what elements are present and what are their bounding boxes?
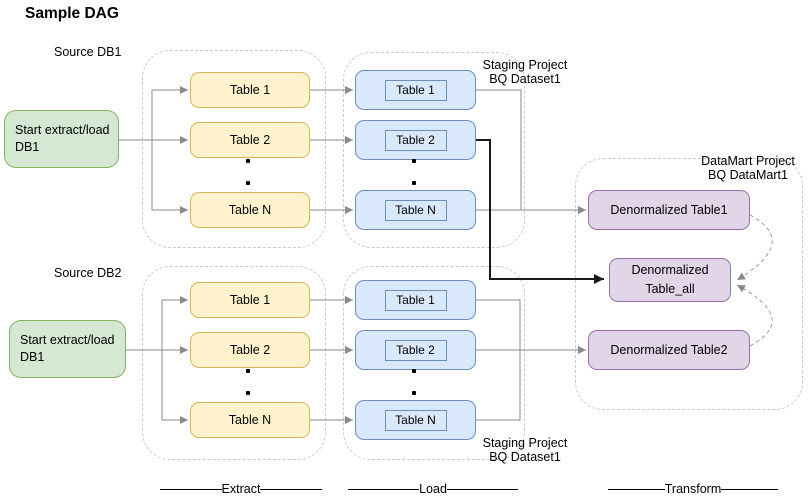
diagram-title: Sample DAG [25, 5, 119, 22]
extract-table1-db1: Table 1 [190, 72, 310, 108]
denormalized-table-all-node: Denormalized Table_all [609, 258, 731, 302]
extract-table2-db2: Table 2 [190, 332, 310, 368]
stage-label-transform: Transform [664, 482, 722, 496]
node-label: Table 2 [229, 133, 271, 147]
staging-line2: BQ Dataset1 [489, 71, 561, 86]
node-label: Table N [228, 413, 272, 427]
stage-rule [608, 488, 665, 490]
extract-group-db1 [142, 50, 326, 248]
ellipsis-dot: . [412, 159, 416, 163]
start-node-db1-label: Start extract/load DB1 [15, 122, 110, 156]
extract-ellipsis-db1: . . [246, 159, 250, 185]
stage-rule [446, 488, 518, 490]
node-label: Denormalized Table2 [610, 343, 728, 357]
source-db2-label: Source DB2 [54, 266, 122, 280]
start-line2: DB1 [15, 140, 40, 154]
load-ellipsis-db1: . . [412, 159, 416, 185]
staging-label-db1: Staging Project BQ Dataset1 [465, 58, 585, 86]
node-label: Table 1 [229, 293, 271, 307]
ellipsis-dot: . [412, 369, 416, 373]
start-node-db2-label: Start extract/load DB1 [20, 332, 115, 366]
load-table2-db2: Table 2 [355, 330, 476, 370]
staging-line2: BQ Dataset1 [489, 449, 561, 464]
staging-line1: Staging Project [482, 58, 568, 72]
node-label: Table 1 [396, 83, 435, 97]
start-line1: Start extract/load [15, 123, 110, 137]
datamart-group [575, 158, 803, 410]
start-node-db1: Start extract/load DB1 [4, 110, 119, 168]
ellipsis-dot: . [412, 391, 416, 395]
extract-tableN-db1: Table N [190, 192, 310, 228]
denormalized-table2-node: Denormalized Table2 [588, 330, 750, 370]
stage-marker-extract: Extract [160, 482, 322, 496]
stage-rule [160, 488, 222, 490]
ellipsis-dot: . [246, 391, 250, 395]
load-table2-db1: Table 2 [355, 120, 476, 160]
datamart-line1: DataMart Project [701, 154, 795, 168]
node-label: Table 2 [229, 343, 271, 357]
node-label-line1: Denormalized [631, 263, 709, 277]
stage-rule [721, 488, 778, 490]
inner-table-box: Table 1 [384, 79, 447, 101]
source-db1-label: Source DB1 [54, 45, 122, 59]
load-group-db1 [343, 52, 525, 248]
node-label: Table 2 [396, 133, 435, 147]
extract-table1-db2: Table 1 [190, 282, 310, 318]
node-label: Table 2 [396, 343, 435, 357]
inner-table-box: Table 2 [384, 339, 447, 361]
load-group-db2 [343, 266, 525, 460]
extract-group-db2 [142, 266, 326, 460]
stage-label-extract: Extract [221, 482, 261, 496]
extract-table2-db1: Table 2 [190, 122, 310, 158]
node-label: Table N [395, 203, 436, 217]
datamart-label: DataMart Project BQ DataMart1 [692, 154, 804, 182]
load-table1-db1: Table 1 [355, 70, 476, 110]
node-label: Table N [395, 413, 436, 427]
inner-table-box: Table 2 [384, 129, 447, 151]
ellipsis-dot: . [246, 159, 250, 163]
ellipsis-dot: . [412, 181, 416, 185]
start-node-db2: Start extract/load DB1 [9, 320, 126, 378]
stage-label-load: Load [419, 482, 447, 496]
load-ellipsis-db2: . . [412, 369, 416, 395]
start-line2: DB1 [20, 350, 45, 364]
stage-rule [260, 488, 322, 490]
load-table1-db2: Table 1 [355, 280, 476, 320]
extract-tableN-db2: Table N [190, 402, 310, 438]
stage-marker-load: Load [348, 482, 518, 496]
extract-ellipsis-db2: . . [246, 369, 250, 395]
inner-table-box: Table N [384, 409, 447, 431]
load-tableN-db1: Table N [355, 190, 476, 230]
node-label: Table 1 [229, 83, 271, 97]
node-label-line2: Table_all [645, 282, 695, 296]
denormalized-table1-node: Denormalized Table1 [588, 190, 750, 230]
ellipsis-dot: . [246, 369, 250, 373]
inner-table-box: Table N [384, 199, 447, 221]
staging-line1: Staging Project [482, 436, 568, 450]
stage-marker-transform: Transform [608, 482, 778, 496]
inner-table-box: Table 1 [384, 289, 447, 311]
node-label: Denormalized Table1 [610, 203, 728, 217]
staging-label-db2: Staging Project BQ Dataset1 [465, 436, 585, 464]
ellipsis-dot: . [246, 181, 250, 185]
start-line1: Start extract/load [20, 333, 115, 347]
node-label: Table 1 [396, 293, 435, 307]
stage-rule [348, 488, 420, 490]
load-tableN-db2: Table N [355, 400, 476, 440]
datamart-line2: BQ DataMart1 [708, 167, 788, 182]
node-label: Table N [228, 203, 272, 217]
